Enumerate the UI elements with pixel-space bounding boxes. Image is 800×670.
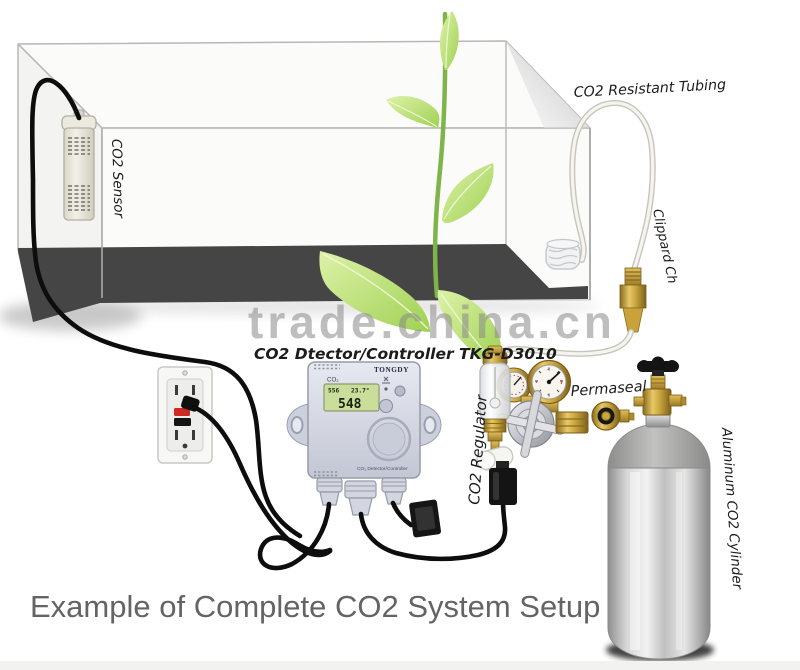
outlet-nut <box>555 411 589 434</box>
label-aluminum-co2-cylinder: Aluminum CO2 Cylinder <box>718 426 745 591</box>
outlet-bottom-receptacle <box>175 430 195 449</box>
controller-device: TONGDY CO₂ 556 23.7° 548 CO₂ Detector/Co… <box>286 361 442 516</box>
vent-slots-top <box>314 364 340 370</box>
gfci-reset-button <box>174 408 190 416</box>
cable-loop <box>257 501 333 571</box>
controller-cables <box>257 499 508 571</box>
cylinder-shine <box>630 472 640 650</box>
cylinder-body <box>607 467 711 660</box>
lcd-ppm-small: 556 <box>328 388 339 395</box>
label-co2-regulator: CO2 Regulator <box>465 394 491 506</box>
co2-diffuser <box>545 238 581 270</box>
leaf-top <box>439 11 459 70</box>
solenoid-valve <box>489 461 517 505</box>
plant <box>319 11 502 368</box>
grow-chamber <box>17 40 591 322</box>
status-icon <box>382 376 390 384</box>
controller-housing <box>307 361 421 479</box>
label-clippard-check-valve: Clippard Ch <box>649 208 679 285</box>
co2-sensor <box>61 109 97 221</box>
regulator-body <box>497 390 565 458</box>
label-co2-resistant-tubing: CO2 Resistant Tubing <box>573 77 726 101</box>
label-co2-sensor: CO2 Sensor <box>108 139 127 220</box>
watermark: trade.china.cn <box>248 296 616 348</box>
outlet-screw-top <box>182 370 188 376</box>
gas-label: CO₂ <box>327 377 339 384</box>
power-cord <box>190 404 333 558</box>
leaf-right <box>442 163 494 224</box>
check-valve <box>619 267 647 333</box>
cable-stub <box>390 500 414 528</box>
co2-cylinder <box>606 356 714 661</box>
controller-footer: CO₂ Detector/Controller <box>357 466 408 472</box>
bottom-strip <box>0 661 800 670</box>
diffuser-ripples <box>548 247 578 267</box>
co2-regulator-assembly <box>476 345 589 505</box>
power-adapter <box>409 499 441 538</box>
valve-knob-icon <box>637 356 679 376</box>
leaf-big-left <box>319 251 430 332</box>
enter-button <box>394 385 406 397</box>
lcd-ppm-main: 548 <box>338 397 362 412</box>
permaseal-washer <box>591 401 635 431</box>
gfci-test-button <box>174 418 191 426</box>
leaf-big-right <box>437 290 502 368</box>
outlet-screw-bottom <box>182 454 188 460</box>
sensor-body <box>63 127 95 221</box>
sensor-cable <box>29 77 303 539</box>
indicator-dot-icon <box>384 387 388 391</box>
tubing-to-regulator <box>493 329 634 360</box>
cable-glands <box>316 477 407 516</box>
co2-tubing <box>569 99 656 276</box>
cable-to-solenoid <box>358 499 508 562</box>
tank-top-face <box>17 40 591 129</box>
sensor-dome-ring <box>366 416 412 462</box>
bubble-counter <box>479 345 511 453</box>
lcd-temp: 23.7° <box>351 387 370 395</box>
cylinder-valve <box>633 374 687 416</box>
label-detector-controller: CO2 Dtector/Controller TKG-D3010 <box>254 345 557 363</box>
valve-outlet-port <box>668 394 683 407</box>
label-permaseal: Permaseal <box>570 379 647 400</box>
gauge-right <box>526 359 572 405</box>
page-title: Example of Complete CO2 System Setup <box>30 589 600 624</box>
mode-button <box>379 399 393 413</box>
brand-label: TONGDY <box>374 366 409 374</box>
sensor-dome <box>372 422 406 456</box>
wall-outlet <box>157 366 213 464</box>
substrate <box>18 244 588 322</box>
tank-corner-fold <box>506 41 590 128</box>
cylinder-shoulder <box>607 423 711 471</box>
washer-nipple <box>619 409 630 423</box>
lcd-display <box>323 383 380 412</box>
